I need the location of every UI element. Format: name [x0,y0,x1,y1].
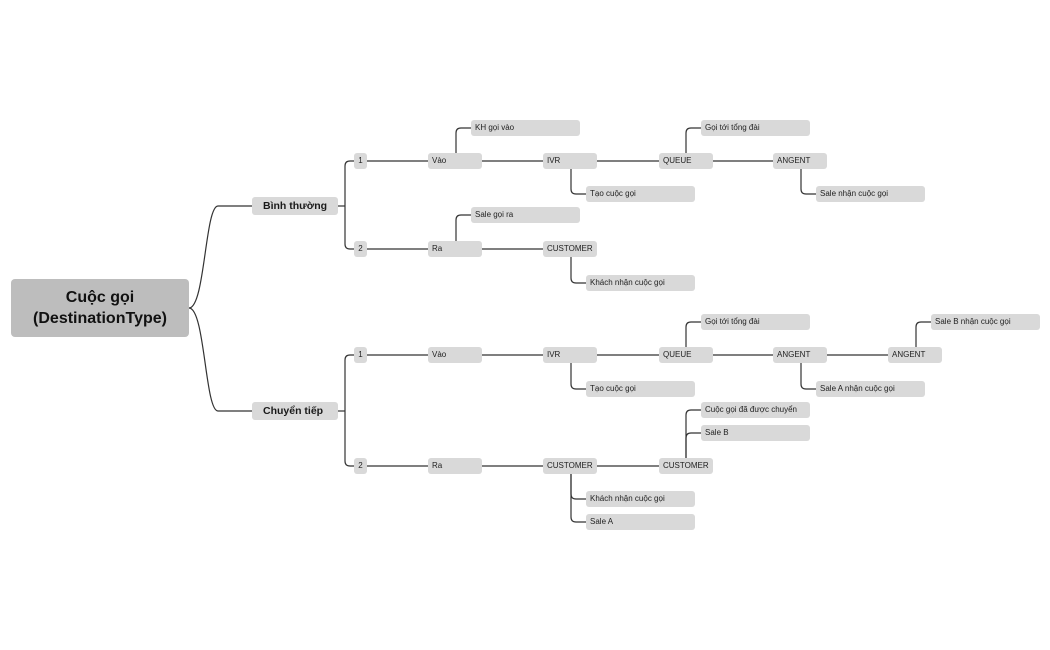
root-to-forward-line [188,307,252,412]
normal-2-direction[interactable]: Ra [428,241,482,257]
branch-normal[interactable]: Bình thường [252,197,338,215]
normal-1-ivr-note[interactable]: Tạo cuộc gọi [586,186,695,202]
f1-agent-note-line [800,363,816,390]
normal-1-number[interactable]: 1 [354,153,367,169]
forward-2-customer2-note-1[interactable]: Cuộc gọi đã được chuyển [701,402,810,418]
n2-customer-note-line [570,257,586,284]
f2-customer-note2-line [570,474,586,523]
forward-2-customer2[interactable]: CUSTOMER [659,458,713,474]
forward-1-agent2-note[interactable]: Sale B nhận cuộc gọi [931,314,1040,330]
root-subtitle: (DestinationType) [33,310,167,327]
root-title: Cuộc gọi [65,289,135,306]
normal-1-ivr[interactable]: IVR [543,153,597,169]
normal-to-1-line [344,160,354,206]
f1-queue-note-line [685,321,701,347]
n1-dir-note-line [455,127,471,153]
f1-agent2-note-line [915,321,931,347]
forward-2-customer-note-1[interactable]: Khách nhận cuộc gọi [586,491,695,507]
forward-1-agent2[interactable]: ANGENT [888,347,942,363]
normal-1-direction-note[interactable]: KH gọi vào [471,120,580,136]
normal-1-agent-note[interactable]: Sale nhận cuộc gọi [816,186,925,202]
forward-1-agent[interactable]: ANGENT [773,347,827,363]
normal-2-customer[interactable]: CUSTOMER [543,241,597,257]
f2-customer2-note2-line [685,432,701,458]
forward-to-1-line [344,354,354,411]
forward-1-queue-note[interactable]: Gọi tới tổng đài [701,314,810,330]
normal-2-number[interactable]: 2 [354,241,367,257]
forward-2-direction[interactable]: Ra [428,458,482,474]
forward-2-customer-note-2[interactable]: Sale A [586,514,695,530]
root-to-normal-line [188,205,252,309]
root-node[interactable]: Cuộc gọi (DestinationType) [11,279,189,337]
normal-2-direction-note[interactable]: Sale gọi ra [471,207,580,223]
forward-2-number[interactable]: 2 [354,458,367,474]
forward-1-ivr-note[interactable]: Tạo cuộc gọi [586,381,695,397]
forward-1-agent-note[interactable]: Sale A nhận cuộc gọi [816,381,925,397]
forward-1-direction[interactable]: Vào [428,347,482,363]
normal-to-2-line [344,206,354,250]
branch-forward[interactable]: Chuyển tiếp [252,402,338,420]
normal-2-customer-note[interactable]: Khách nhận cuộc gọi [586,275,695,291]
forward-2-customer2-note-2[interactable]: Sale B [701,425,810,441]
normal-1-agent[interactable]: ANGENT [773,153,827,169]
forward-1-number[interactable]: 1 [354,347,367,363]
forward-1-queue[interactable]: QUEUE [659,347,713,363]
f2-customer2-note1-line [685,409,701,458]
f2-customer-note1-line [570,474,586,500]
forward-1-ivr[interactable]: IVR [543,347,597,363]
normal-1-queue[interactable]: QUEUE [659,153,713,169]
n2-dir-note-line [455,214,471,241]
forward-to-2-line [344,411,354,467]
normal-1-direction[interactable]: Vào [428,153,482,169]
n1-ivr-note-line [570,169,586,195]
n1-agent-note-line [800,169,816,195]
normal-1-queue-note[interactable]: Gọi tới tổng đài [701,120,810,136]
f1-ivr-note-line [570,363,586,390]
n1-queue-note-line [685,127,701,153]
forward-2-customer[interactable]: CUSTOMER [543,458,597,474]
